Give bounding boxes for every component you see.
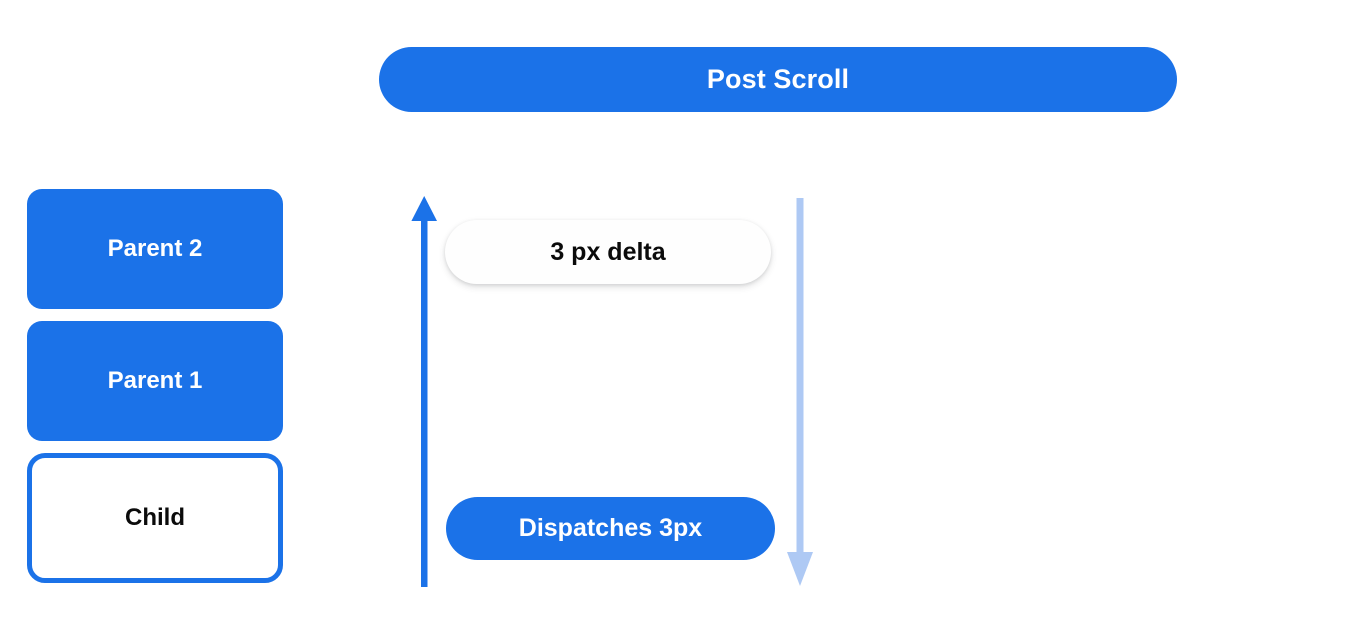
stack-box-label: Child bbox=[125, 504, 185, 531]
stack-box-parent-2: Parent 2 bbox=[27, 189, 283, 309]
stack-box-child: Child bbox=[27, 453, 283, 583]
downward-arrow-icon bbox=[780, 195, 820, 587]
stack-spacer bbox=[27, 309, 283, 321]
stack-spacer bbox=[27, 441, 283, 453]
stack-box-parent-1: Parent 1 bbox=[27, 321, 283, 441]
dispatch-annotation-label: Dispatches 3px bbox=[518, 514, 703, 542]
delta-annotation-label: 3 px delta bbox=[550, 237, 666, 266]
stack-box-label: Parent 2 bbox=[107, 235, 203, 262]
post-scroll-header: Post Scroll bbox=[379, 47, 1177, 112]
dispatch-annotation-pill: Dispatches 3px bbox=[446, 497, 775, 560]
page-title: Post Scroll bbox=[706, 64, 850, 94]
delta-annotation-pill: 3 px delta bbox=[445, 220, 771, 284]
element-stack: Parent 2 Parent 1 Child bbox=[27, 189, 283, 583]
stack-box-label: Parent 1 bbox=[107, 367, 203, 394]
upward-arrow-icon bbox=[404, 195, 444, 587]
